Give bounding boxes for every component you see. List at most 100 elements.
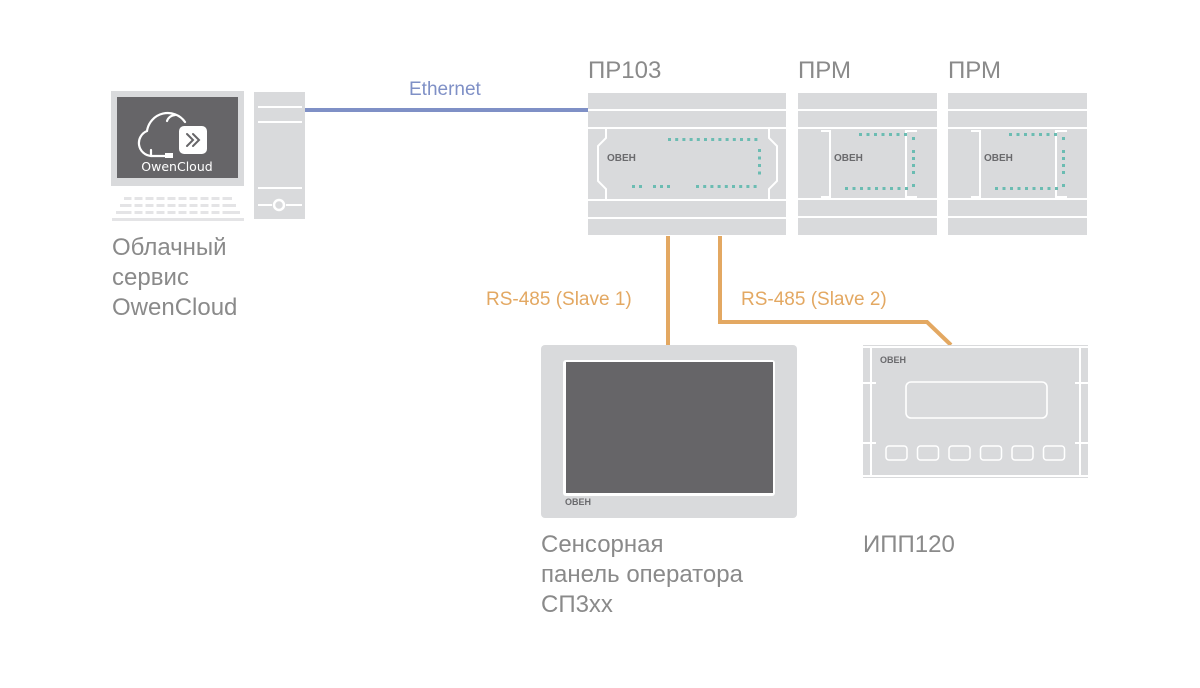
owen-logo: ОВЕН [565, 497, 591, 507]
led-dot [753, 185, 757, 188]
led-dot [1062, 164, 1065, 167]
led-dot [682, 138, 686, 141]
ethernet-label: Ethernet [409, 79, 481, 100]
owen-logo: ОВЕН [984, 153, 1013, 164]
pr103-controller: ОВЕН [588, 93, 786, 235]
ipp120-label: ИПП120 [863, 531, 955, 558]
rs485-slave-1-label: RS-485 (Slave 1) [486, 289, 632, 310]
led-dot [696, 138, 700, 141]
led-dot [740, 138, 743, 141]
led-dot [696, 185, 699, 188]
led-dot [703, 185, 707, 188]
led-dot [710, 185, 714, 188]
led-dot [711, 138, 715, 141]
ipp120-display [905, 381, 1048, 419]
led-dot [758, 164, 761, 167]
led-dot [1032, 187, 1036, 190]
led-dot [1062, 171, 1065, 174]
led-dot [897, 187, 901, 190]
led-dot [758, 171, 761, 175]
led-indicators [845, 133, 915, 190]
led-dot [668, 138, 671, 141]
led-dot [912, 164, 915, 167]
led-dot [1039, 133, 1042, 136]
led-dot [758, 156, 761, 160]
keypad-button [916, 445, 940, 461]
led-dot [675, 138, 679, 141]
cloud-forward-icon [137, 111, 207, 158]
led-dot [732, 138, 736, 141]
ipp120-buttons [885, 445, 1066, 461]
led-dot [754, 138, 758, 141]
led-dot [718, 138, 722, 141]
led-dot [1002, 187, 1006, 190]
led-dot [1031, 133, 1035, 136]
touch-panel-sp3xx: ОВЕН [541, 345, 797, 518]
led-dot [689, 138, 693, 141]
cloud-service-label: Облачный сервис OwenCloud [112, 234, 238, 321]
led-dot [717, 185, 721, 188]
led-indicators [995, 133, 1065, 190]
led-dot [732, 185, 735, 188]
led-dot [660, 185, 663, 188]
led-dot [1062, 157, 1065, 160]
led-dot [1017, 187, 1021, 190]
rs485-cable-slave-2 [718, 236, 953, 347]
led-dot [653, 185, 656, 188]
led-dot [904, 133, 907, 136]
led-dot [632, 185, 635, 188]
touch-panel-label: Сенсорная панель оператора СП3xx [541, 531, 743, 618]
led-dot [860, 187, 863, 190]
led-dot [875, 187, 878, 190]
led-dot [747, 138, 751, 141]
led-dot [889, 133, 892, 136]
owen-logo: ОВЕН [607, 153, 636, 164]
prm-module-1: ОВЕН [798, 93, 937, 235]
led-dot [859, 133, 862, 136]
led-dot [905, 187, 908, 190]
led-dot [758, 149, 761, 152]
led-dot [1040, 187, 1043, 190]
led-dot [1062, 137, 1065, 140]
pr103-label: ПР103 [588, 57, 662, 84]
led-dot [912, 150, 915, 153]
led-dot [912, 137, 915, 140]
panel-screen [566, 362, 773, 493]
led-dot [1025, 187, 1028, 190]
led-dot [667, 185, 670, 188]
prm-1-label: ПРМ [798, 57, 851, 84]
prm-2-label: ПРМ [948, 57, 1001, 84]
led-dot [882, 187, 886, 190]
led-dot [866, 133, 870, 136]
led-dot [1024, 133, 1027, 136]
led-dot [912, 184, 915, 187]
led-dot [890, 187, 893, 190]
keypad-button [979, 445, 1003, 461]
led-dot [874, 133, 877, 136]
led-dot [725, 138, 729, 141]
led-dot [724, 185, 728, 188]
led-dot [746, 185, 750, 188]
ipp120-device: ОВЕН [863, 345, 1088, 478]
led-dot [912, 171, 915, 174]
led-dot [1010, 187, 1013, 190]
led-dot [704, 138, 707, 141]
prm-module-2: ОВЕН [948, 93, 1087, 235]
owen-logo: ОВЕН [880, 355, 906, 365]
rs485-slave-2-label: RS-485 (Slave 2) [741, 289, 887, 310]
computer-monitor: OwenCloud [111, 91, 244, 186]
led-dot [852, 187, 856, 190]
led-dot [845, 187, 848, 190]
led-dot [1016, 133, 1020, 136]
owen-logo: ОВЕН [834, 153, 863, 164]
led-dot [912, 157, 915, 160]
keypad-button [1011, 445, 1034, 461]
led-dot [995, 187, 998, 190]
led-dot [739, 185, 743, 188]
led-dot [1055, 187, 1058, 190]
led-dot [867, 187, 871, 190]
led-dot [1009, 133, 1012, 136]
keypad-button [948, 445, 971, 461]
led-dot [639, 185, 642, 188]
